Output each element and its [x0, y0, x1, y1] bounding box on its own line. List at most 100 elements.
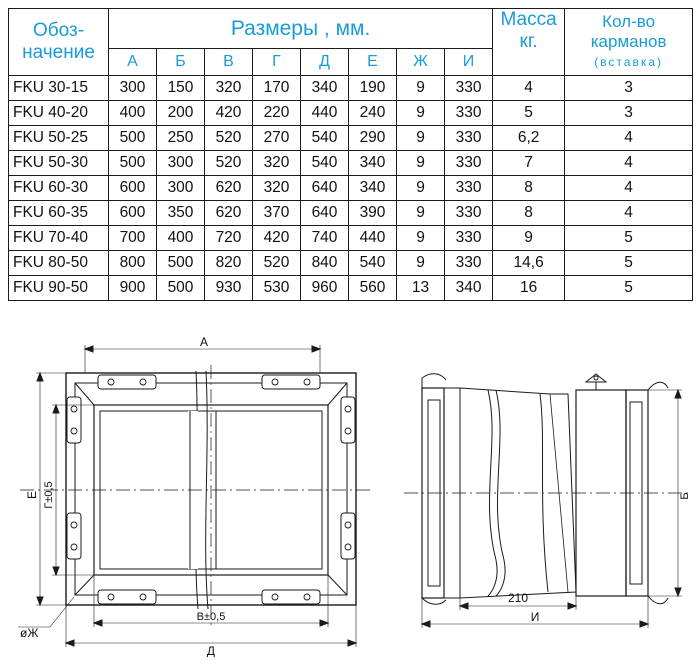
cell-e: 290: [348, 125, 397, 151]
cell-model: FKU 70-40: [8, 225, 109, 251]
cell-v: 520: [204, 125, 253, 151]
cell-d: 440: [300, 100, 349, 126]
cell-b: 400: [156, 225, 205, 251]
table-row: FKU 50-25 500 250 520 270 540 290 9 330 …: [8, 125, 694, 151]
cell-zh: 9: [396, 125, 445, 151]
front-hole-label: øЖ: [20, 626, 38, 640]
cell-b: 200: [156, 100, 205, 126]
table-row: FKU 80-50 800 500 820 520 840 540 9 330 …: [8, 250, 694, 276]
cell-a: 600: [108, 175, 157, 201]
cell-a: 500: [108, 150, 157, 176]
front-dim-left-inner-label: Г±0,5: [43, 481, 55, 508]
front-view-drawing: А Е Г±0,5 В±0,5 Д øЖ: [18, 335, 372, 657]
cell-pockets: 5: [564, 275, 694, 301]
cell-g: 320: [252, 150, 301, 176]
cell-d: 640: [300, 175, 349, 201]
header-mass-line2: кг.: [519, 31, 538, 52]
cell-i: 330: [443, 100, 494, 126]
cell-zh: 13: [396, 275, 445, 301]
table-row: FKU 50-30 500 300 520 320 540 340 9 330 …: [8, 150, 694, 176]
cell-v: 720: [204, 225, 253, 251]
cell-a: 400: [108, 100, 157, 126]
front-dim-bottom-inner-label: В±0,5: [197, 611, 226, 623]
cell-g: 270: [252, 125, 301, 151]
header-letter-v: В: [204, 48, 253, 76]
side-dim-right-label: Б: [679, 492, 691, 499]
cell-model: FKU 40-20: [8, 100, 109, 126]
table-row: FKU 70-40 700 400 720 420 740 440 9 330 …: [8, 225, 694, 251]
header-letter-d: Д: [300, 48, 349, 76]
cell-e: 440: [348, 225, 397, 251]
cell-model: FKU 60-30: [8, 175, 109, 201]
table-row: FKU 60-35 600 350 620 370 640 390 9 330 …: [8, 200, 694, 226]
cell-zh: 9: [396, 150, 445, 176]
cell-b: 300: [156, 175, 205, 201]
cell-zh: 9: [396, 200, 445, 226]
cell-v: 420: [204, 100, 253, 126]
header-letter-g: Г: [252, 48, 301, 76]
side-dim-total-label: И: [531, 610, 540, 624]
header-letter-i: И: [443, 48, 494, 76]
cell-v: 320: [204, 75, 253, 101]
cell-mass: 14,6: [492, 250, 566, 276]
cell-mass: 6,2: [492, 125, 566, 151]
cell-mass: 16: [492, 275, 566, 301]
cell-zh: 9: [396, 100, 445, 126]
cell-e: 390: [348, 200, 397, 226]
cell-g: 530: [252, 275, 301, 301]
cell-i: 330: [443, 200, 494, 226]
spec-table: Обоз- начение Размеры , мм. Масса кг. Ко…: [8, 7, 694, 301]
cell-e: 240: [348, 100, 397, 126]
header-letter-a: А: [108, 48, 157, 76]
cell-model: FKU 30-15: [8, 75, 109, 101]
header-pockets-line1: Кол-во: [602, 12, 656, 31]
cell-mass: 5: [492, 100, 566, 126]
cell-i: 330: [443, 75, 494, 101]
cell-zh: 9: [396, 250, 445, 276]
table-body: FKU 30-15 300 150 320 170 340 190 9 330 …: [8, 75, 694, 301]
header-letter-zh: Ж: [396, 48, 445, 76]
cell-b: 250: [156, 125, 205, 151]
cell-d: 960: [300, 275, 349, 301]
table-row: FKU 40-20 400 200 420 220 440 240 9 330 …: [8, 100, 694, 126]
side-view-drawing: Б 210 И: [404, 373, 691, 628]
cell-pockets: 3: [564, 100, 694, 126]
side-dim-length-label: 210: [508, 591, 528, 605]
cell-i: 330: [443, 125, 494, 151]
cell-mass: 9: [492, 225, 566, 251]
cell-g: 420: [252, 225, 301, 251]
cell-pockets: 5: [564, 225, 694, 251]
cell-model: FKU 50-25: [8, 125, 109, 151]
header-designation-line2: начение: [22, 42, 95, 63]
cell-b: 500: [156, 275, 205, 301]
cell-d: 540: [300, 125, 349, 151]
header-mass-line1: Масса: [500, 9, 557, 30]
cell-pockets: 5: [564, 250, 694, 276]
front-dim-left-outer-label: Е: [25, 491, 39, 499]
cell-i: 330: [443, 225, 494, 251]
cell-mass: 8: [492, 200, 566, 226]
cell-i: 330: [443, 150, 494, 176]
header-dimensions: Размеры , мм.: [107, 7, 494, 50]
cell-mass: 8: [492, 175, 566, 201]
front-dim-top-label: А: [200, 335, 208, 349]
cell-a: 500: [108, 125, 157, 151]
cell-a: 600: [108, 200, 157, 226]
cell-b: 300: [156, 150, 205, 176]
cell-pockets: 4: [564, 200, 694, 226]
cell-e: 340: [348, 175, 397, 201]
front-dim-bottom-outer-label: Д: [207, 644, 215, 657]
cell-g: 520: [252, 250, 301, 276]
cell-d: 540: [300, 150, 349, 176]
cell-v: 520: [204, 150, 253, 176]
cell-d: 640: [300, 200, 349, 226]
header-designation-line1: Обоз-: [32, 20, 85, 41]
cell-d: 740: [300, 225, 349, 251]
header-pockets-sub: (вставка): [594, 55, 664, 69]
cell-g: 170: [252, 75, 301, 101]
header-designation: Обоз- начение: [8, 8, 109, 76]
cell-model: FKU 80-50: [8, 250, 109, 276]
cell-b: 500: [156, 250, 205, 276]
cell-a: 700: [108, 225, 157, 251]
cell-pockets: 4: [564, 125, 694, 151]
